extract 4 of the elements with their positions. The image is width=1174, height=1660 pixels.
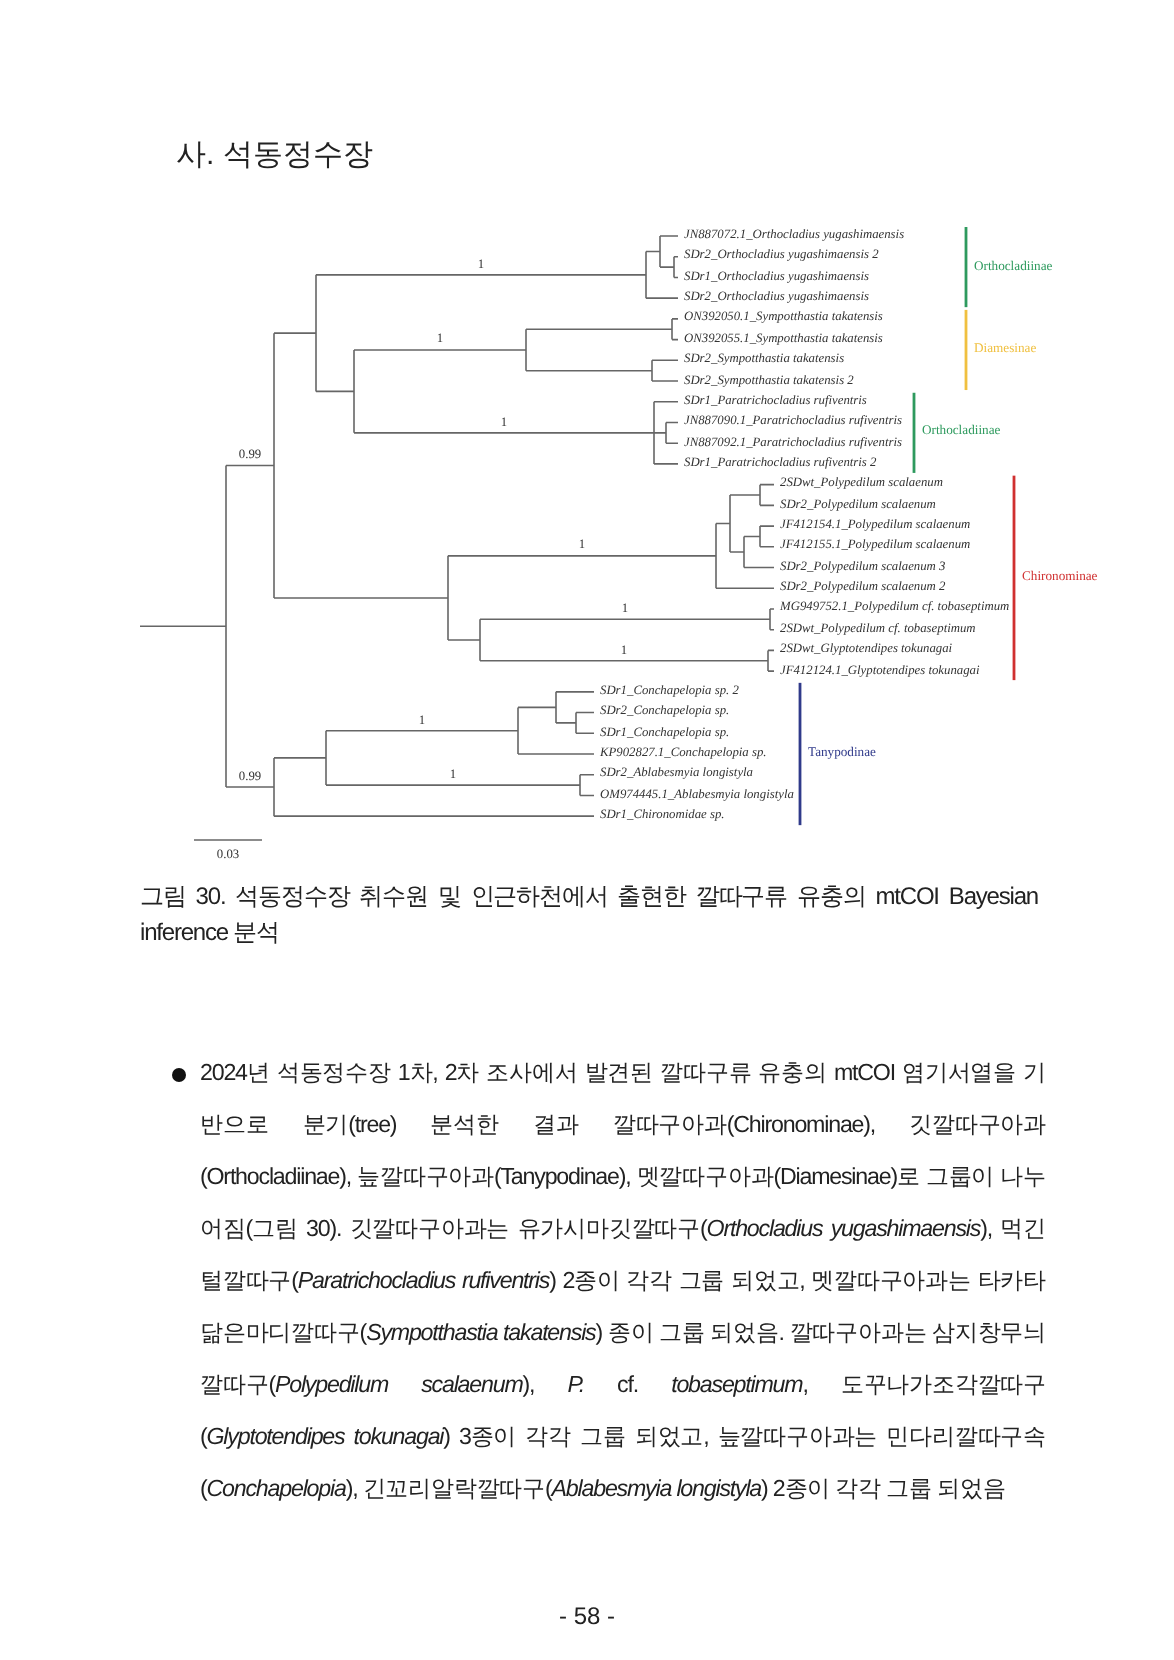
figure-caption: 그림 30. 석동정수장 취수원 및 인근하천에서 출현한 깔따구류 유충의 mtCOI Bayesian inference 분석 (140, 880, 1038, 950)
section-heading: 사. 석동정수장 (176, 136, 373, 176)
page-number: - 58 - (556, 1602, 617, 1630)
body-paragraph: 2024년 석동정수장 1차, 2차 조사에서 발견된 깔따구류 유충의 mtCOI 염기서열을 기반으로 분기(tree) 분석한 결과 깔따구아과(Chironominae), 깃깔따구아과(Orthocladiinae), 늪깔따구아과(Tanypodinae), 멧깔따구아과(Diamesinae)로 그룹이 나누어짐(그림 30). 깃깔따구아과는 유가시마깃깔따구(Orthocladius yugashimaensis), 먹긴털깔따구(Paratrichocladius rufiventris) 2종이 각각 그룹 되었고, 멧깔따구아과는 타카타닮은마디깔따구(Sympotthastia takatensis) 종이 그룹 되었음. 깔따구아과는 삼지창무늬깔따구(Polypedilum scalaenum), P. cf. tobaseptimum, 도꾸나가조각깔따구(Glyptotendipes tokunagai) 3종이 각각 그룹 되었고, 늪깔따구아과는 민다리깔따구속(Conchapelopia), 긴꼬리알락깔따구(Ablabesmyia longistyla) 2종이 각각 그룹 되었음 (200, 1058, 1046, 1506)
